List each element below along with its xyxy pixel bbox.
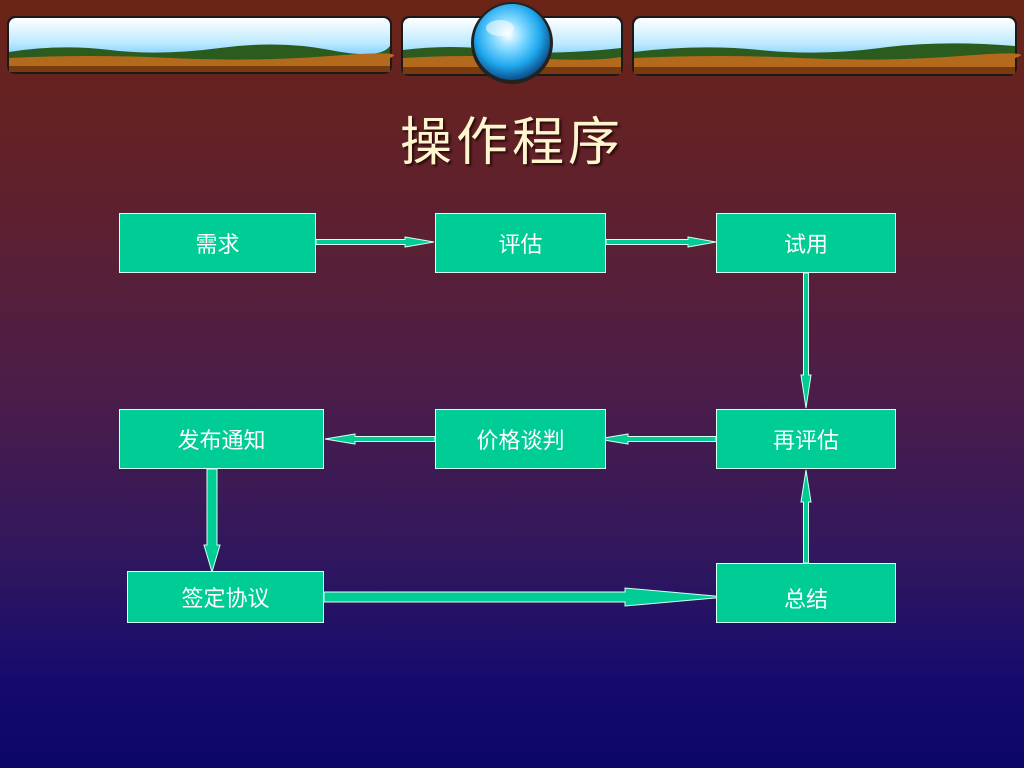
node-summary: 总结 [716, 563, 896, 623]
arrow-negotiate-to-notify [324, 433, 436, 445]
arrow-reassess-to-negotiate [597, 433, 717, 445]
node-trial: 试用 [716, 213, 896, 273]
node-notify: 发布通知 [119, 409, 324, 469]
page-title: 操作程序 [399, 113, 624, 173]
arrow-summary-to-reassess [800, 469, 812, 564]
node-assess: 评估 [435, 213, 606, 273]
node-negotiate: 价格谈判 [435, 409, 606, 469]
node-reassess: 再评估 [716, 409, 896, 469]
node-sign: 签定协议 [127, 571, 324, 623]
arrow-notify-to-sign [203, 468, 221, 574]
arrow-sign-to-summary [323, 587, 727, 607]
decorative-banner [7, 2, 1021, 84]
globe-icon [471, 2, 553, 84]
arrow-assess-to-trial [605, 236, 717, 248]
node-demand: 需求 [119, 213, 316, 273]
arrow-demand-to-assess [315, 236, 435, 248]
landscape-panel-right [632, 16, 1021, 76]
landscape-panel-left [7, 16, 394, 74]
arrow-trial-to-reassess [800, 272, 812, 409]
